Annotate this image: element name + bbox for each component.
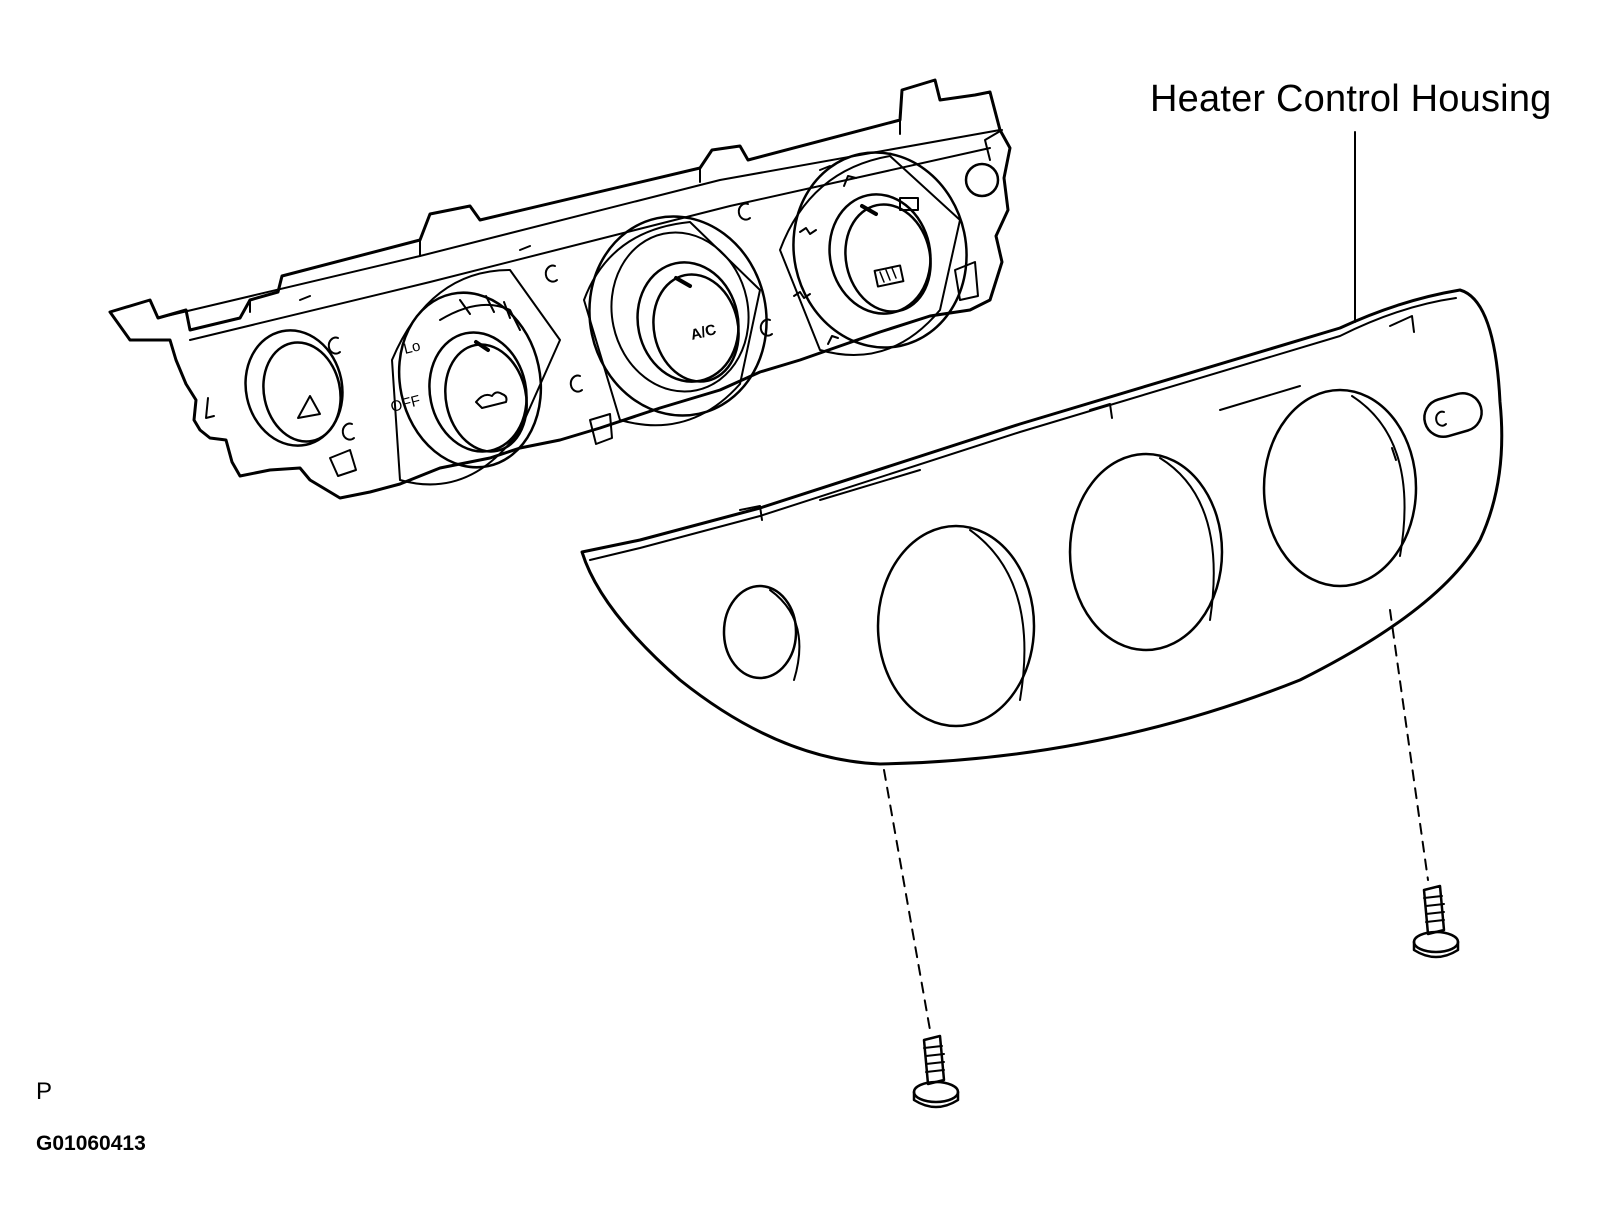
fan-low-marking: Lo bbox=[402, 337, 422, 358]
heater-control-housing bbox=[580, 288, 1504, 766]
view-marker: P bbox=[36, 1078, 53, 1105]
screw-left bbox=[912, 1034, 960, 1109]
screw-right bbox=[1412, 884, 1460, 959]
ac-marking: A/C bbox=[689, 321, 718, 344]
control-panel-assembly bbox=[108, 78, 1012, 500]
screw-guide-line-right bbox=[1389, 609, 1429, 881]
fan-off-marking: OFF bbox=[389, 392, 422, 416]
heater-control-housing-label: Heater Control Housing bbox=[1150, 78, 1552, 120]
screw-guide-line-left bbox=[883, 769, 931, 1031]
figure-id: G01060413 bbox=[36, 1132, 146, 1155]
